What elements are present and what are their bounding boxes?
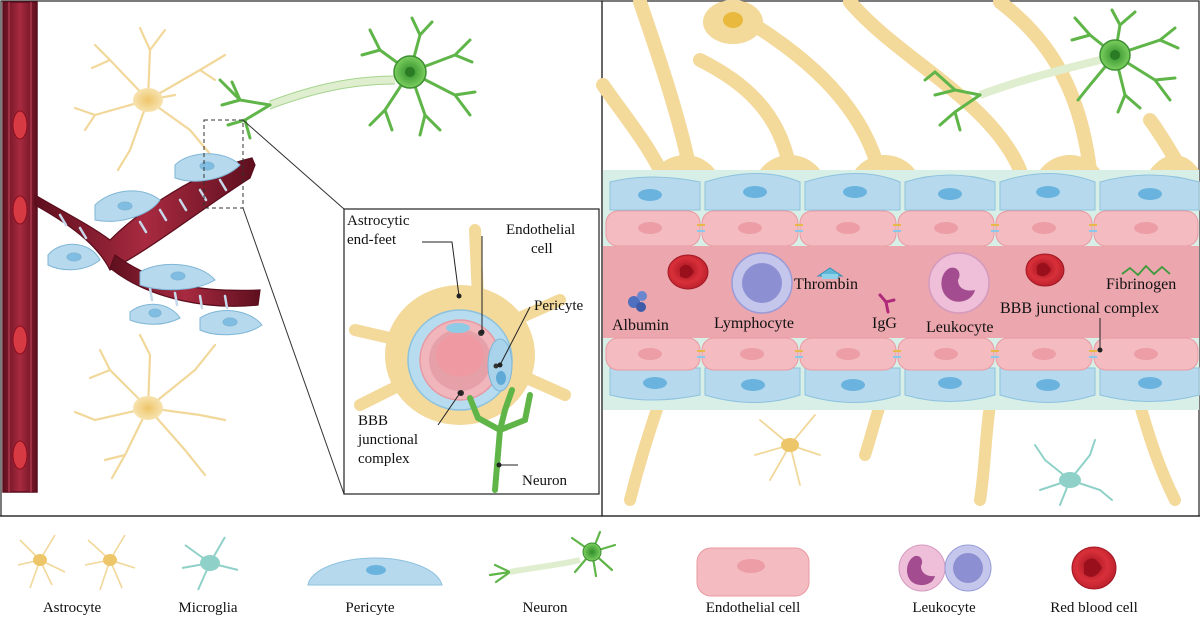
legend-astrocyte-icon bbox=[17, 534, 136, 591]
legend-microglia-icon bbox=[181, 536, 239, 591]
label-bbb-1: BBB bbox=[358, 413, 389, 429]
zoom-line-top bbox=[242, 119, 345, 210]
label-endothelial-2: cell bbox=[531, 241, 553, 257]
label-bbb-junctional: BBB junctional complex bbox=[1000, 300, 1160, 317]
vessel-wall bbox=[603, 170, 1200, 410]
astrocyte-upper-soma bbox=[133, 88, 163, 112]
right-panel-astrocytes bbox=[596, 0, 1199, 506]
label-lymphocyte: Lymphocyte bbox=[714, 315, 794, 332]
lumen-contents bbox=[628, 252, 1171, 353]
label-albumin: Albumin bbox=[612, 317, 669, 334]
microglia-right-soma bbox=[1059, 472, 1081, 488]
legend-label-rbc: Red blood cell bbox=[1050, 600, 1138, 616]
legend-rbc-icon bbox=[1071, 546, 1117, 590]
main-blood-vessel bbox=[2, 1, 38, 493]
zoom-line-bottom bbox=[242, 207, 345, 495]
astrocyte-lower-soma bbox=[133, 396, 163, 420]
neuron-right bbox=[923, 8, 1180, 132]
zoom-box bbox=[203, 119, 244, 209]
label-bbb-3: complex bbox=[358, 451, 410, 467]
legend-neuron-icon bbox=[488, 530, 617, 584]
label-bbb-2: junctional bbox=[358, 432, 418, 448]
legend-label-pericyte: Pericyte bbox=[345, 600, 395, 616]
label-thrombin: Thrombin bbox=[794, 276, 858, 293]
astrocyte-lower bbox=[73, 333, 227, 480]
label-pericyte-inset: Pericyte bbox=[534, 298, 584, 314]
neuron-left bbox=[218, 16, 477, 140]
label-astrocytic-endfeet-2: end-feet bbox=[347, 232, 397, 248]
legend-label-astrocyte: Astrocyte bbox=[42, 600, 102, 616]
label-endothelial-1: Endothelial bbox=[506, 222, 576, 238]
legend-label-microglia: Microglia bbox=[178, 600, 238, 616]
legend-pericyte-icon bbox=[307, 557, 443, 586]
legend-microglia-soma bbox=[200, 555, 220, 571]
legend-label-neuron: Neuron bbox=[522, 600, 568, 616]
legend-astrocyte-soma-1 bbox=[33, 554, 47, 566]
label-neuron-inset: Neuron bbox=[522, 473, 567, 489]
label-igg: IgG bbox=[872, 315, 897, 332]
legend-label-leukocyte: Leukocyte bbox=[912, 600, 976, 616]
legend-endothelial-icon bbox=[696, 547, 810, 597]
label-leukocyte-vessel: Leukocyte bbox=[926, 319, 994, 336]
pericytes-left bbox=[47, 153, 263, 336]
branch-vessels bbox=[34, 157, 261, 310]
legend-label-endothelial: Endothelial cell bbox=[705, 600, 801, 616]
astrocyte-right-lower bbox=[754, 414, 821, 486]
microglia-right bbox=[1034, 439, 1113, 506]
legend-astrocyte-soma-2 bbox=[103, 554, 117, 566]
legend-leukocyte-icon bbox=[898, 544, 992, 592]
label-fibrinogen: Fibrinogen bbox=[1106, 276, 1177, 293]
label-astrocytic-endfeet-1: Astrocytic bbox=[347, 213, 410, 229]
inset-crosssection bbox=[343, 208, 600, 495]
astrocyte-right-lower-soma bbox=[781, 438, 799, 452]
